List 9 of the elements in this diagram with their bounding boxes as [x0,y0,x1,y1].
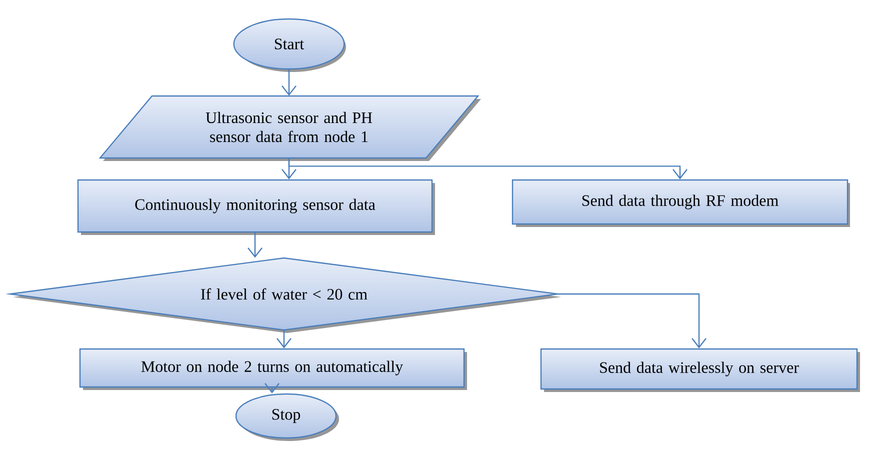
arrow [248,232,262,258]
process-box: Send data wirelessly on server [540,348,860,392]
arrow [276,330,292,348]
arrow [288,158,688,180]
arrow [282,70,296,96]
process-box: Send data through RF modem [512,179,850,227]
process-box: Continuously monitoring sensor data [77,179,435,235]
process-box: Motor on node 2 turns on automatically [79,348,467,390]
arrow [558,293,706,348]
